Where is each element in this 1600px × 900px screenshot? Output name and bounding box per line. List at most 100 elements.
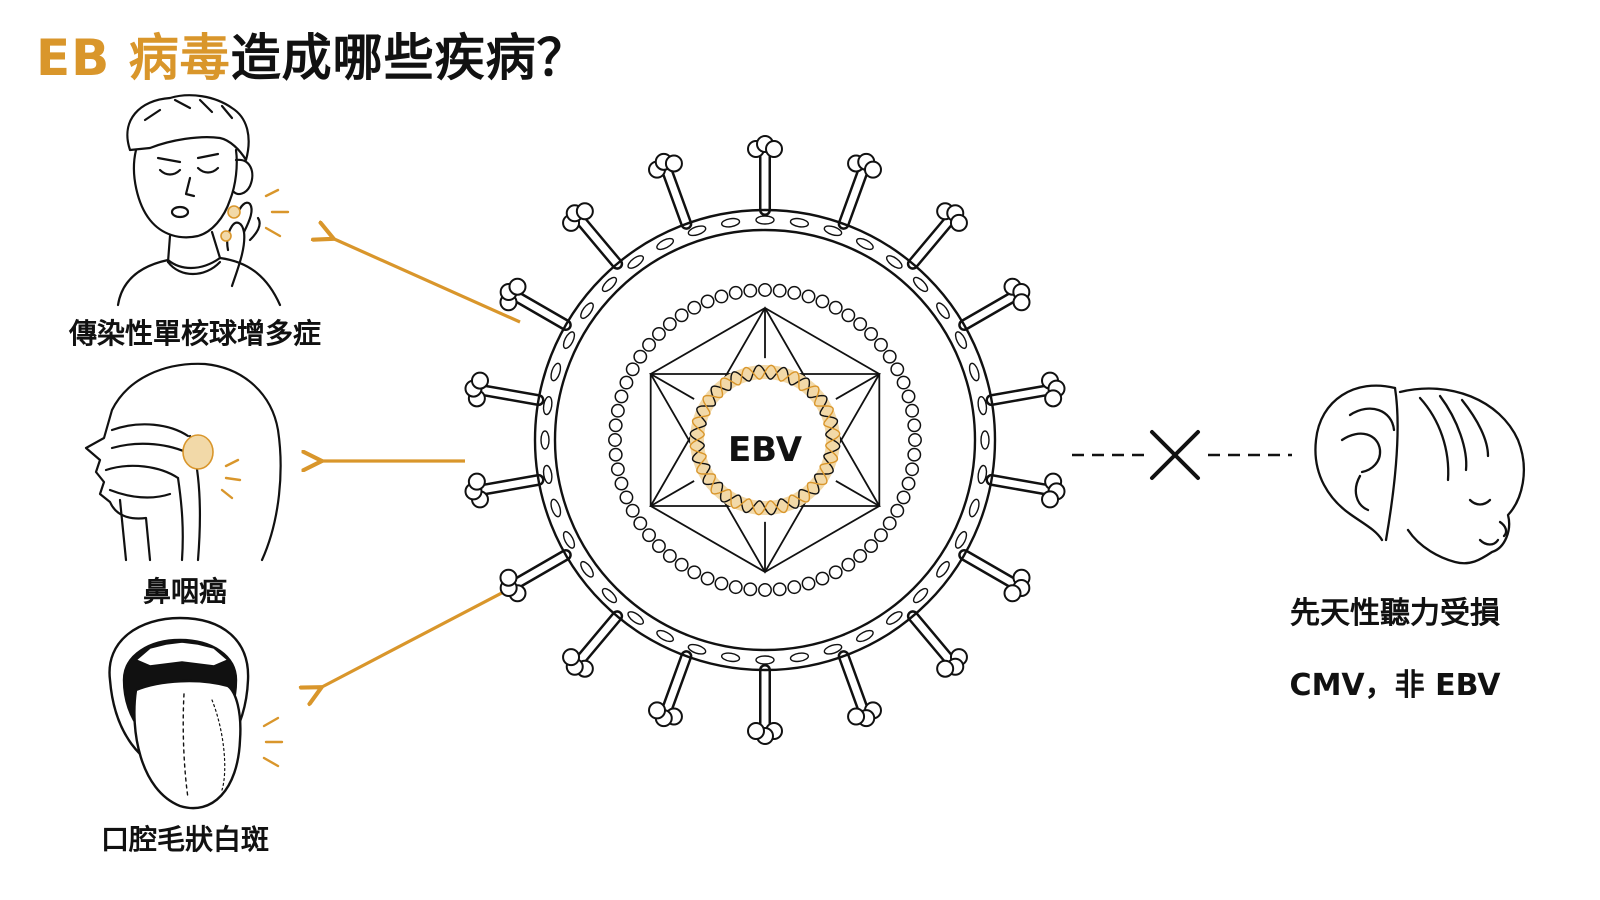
- pain-rays-nasopharynx: [220, 458, 242, 500]
- disease-label-nasopharyngeal-carcinoma: 鼻咽癌: [142, 575, 227, 608]
- envelope-bead: [954, 530, 968, 549]
- virus-spike: [906, 202, 968, 270]
- capsid-bead: [882, 516, 897, 531]
- capsid-bead: [828, 565, 843, 580]
- title-rest: 造成哪些疾病？: [230, 29, 588, 87]
- virus-spike: [985, 472, 1066, 509]
- capsid-bead: [874, 528, 888, 543]
- capsid-bead: [614, 476, 629, 491]
- envelope-bead: [720, 217, 741, 228]
- virus-spike: [464, 371, 545, 408]
- envelope-bead: [977, 395, 988, 416]
- capsid-bead: [905, 403, 920, 418]
- capsid-bead: [801, 289, 816, 304]
- capsid-bead: [896, 490, 911, 505]
- capsid-edge: [835, 373, 880, 400]
- envelope-bead: [601, 587, 618, 604]
- capsid-bead: [714, 289, 729, 304]
- virus-envelope-beads: [540, 215, 990, 665]
- envelope-bead: [656, 629, 675, 643]
- mononucleosis-person-illustration: [116, 94, 282, 307]
- virus-spike: [464, 472, 545, 509]
- capsid-bead: [772, 283, 787, 298]
- capsid-bead: [610, 403, 625, 418]
- virus-envelope-inner: [553, 228, 977, 652]
- capsid-bead: [610, 462, 625, 477]
- excluded-condition-note: CMV，非 EBV: [1289, 668, 1501, 703]
- capsid-bead: [864, 326, 879, 341]
- envelope-bead: [789, 217, 810, 228]
- envelope-bead: [540, 430, 550, 450]
- envelope-bead: [968, 362, 980, 382]
- capsid-bead: [619, 375, 634, 390]
- capsid-bead: [608, 418, 623, 433]
- pain-rays-tongue: [262, 716, 284, 768]
- virus-spike: [906, 610, 968, 678]
- capsid-bead: [674, 308, 689, 323]
- virus-spike: [837, 650, 882, 728]
- virus-label: EBV: [727, 430, 803, 470]
- envelope-bead: [977, 464, 988, 485]
- capsid-bead: [905, 462, 920, 477]
- capsid-bead: [743, 283, 758, 298]
- capsid-edge: [650, 480, 695, 507]
- envelope-bead: [580, 302, 594, 320]
- capsid-bead: [907, 447, 922, 462]
- capsid-edge: [835, 480, 880, 507]
- capsid-bead-ring: [608, 283, 922, 597]
- capsid-bead: [619, 490, 634, 505]
- capsid-bead: [882, 349, 897, 364]
- envelope-bead: [550, 362, 562, 382]
- virus-spike: [837, 152, 882, 230]
- envelope-bead: [755, 655, 775, 665]
- envelope-bead: [912, 276, 929, 293]
- envelope-bead: [580, 560, 594, 578]
- capsid-bead: [700, 294, 715, 309]
- capsid-bead: [801, 576, 816, 591]
- envelope-bead: [855, 237, 874, 251]
- capsid-bead: [787, 580, 802, 595]
- envelope-bead: [542, 395, 553, 416]
- envelope-bead: [627, 611, 645, 625]
- envelope-bead: [885, 255, 903, 269]
- cross-icon: [1150, 430, 1200, 480]
- capsid-bead: [674, 557, 689, 572]
- envelope-bead: [954, 331, 968, 350]
- envelope-bead: [550, 498, 562, 518]
- excluded-condition-label: 先天性聽力受損: [1290, 596, 1500, 631]
- capsid-bead: [625, 362, 640, 377]
- envelope-bead: [562, 530, 576, 549]
- capsid-bead: [642, 528, 656, 543]
- envelope-bead: [687, 643, 707, 655]
- nasopharynx-tumor-highlight: [182, 434, 214, 470]
- capsid-bead: [841, 308, 856, 323]
- capsid-bead: [841, 557, 856, 572]
- capsid-bead: [608, 433, 622, 447]
- capsid-bead: [907, 418, 922, 433]
- virus-spikes: [464, 135, 1066, 745]
- capsid-bead: [758, 583, 772, 597]
- envelope-bead: [936, 302, 950, 320]
- envelope-bead: [789, 652, 810, 663]
- envelope-bead: [823, 643, 843, 655]
- capsid-bead: [874, 337, 888, 352]
- envelope-bead: [823, 225, 843, 237]
- virus-envelope-outer: [533, 208, 997, 672]
- capsid-bead: [787, 285, 802, 300]
- capsid-bead: [651, 539, 666, 554]
- capsid-bead: [890, 503, 905, 518]
- capsid-bead: [662, 549, 677, 563]
- virus-spike: [499, 277, 572, 331]
- capsid-bead: [828, 300, 843, 315]
- envelope-bead: [720, 652, 741, 663]
- capsid-bead: [651, 326, 666, 341]
- disease-label-mononucleosis: 傳染性單核球增多症: [68, 317, 321, 350]
- virus-spike: [562, 202, 624, 270]
- title-accent: EB 病毒: [36, 29, 231, 87]
- capsid-bead: [614, 389, 629, 404]
- capsid-bead: [728, 580, 743, 595]
- capsid-bead: [864, 539, 879, 554]
- envelope-bead: [542, 464, 553, 485]
- virus-spike: [562, 610, 624, 678]
